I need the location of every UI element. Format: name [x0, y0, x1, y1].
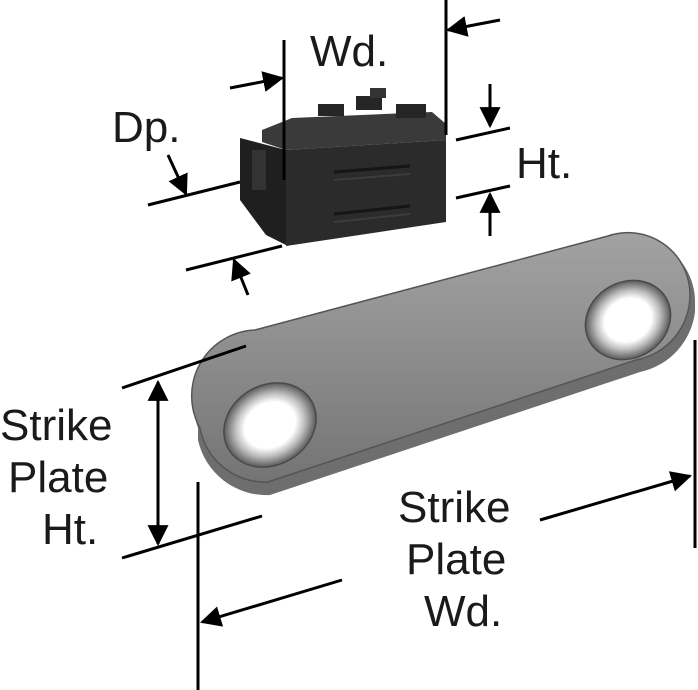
catch-side-face: [240, 138, 286, 245]
catch-front-face: [286, 140, 446, 246]
catch-front-slot: [333, 173, 411, 181]
wd-label: Wd.: [310, 27, 388, 76]
dp-arrow-bottom: [231, 258, 251, 296]
strike-plate-wd-arrow-right: [539, 471, 693, 522]
wd-arrow-right: [445, 16, 501, 37]
strike-plate-ht-extension-top: [121, 344, 247, 390]
catch-top-bump: [356, 96, 382, 110]
ht-extension-line-bottom: [455, 184, 511, 200]
ht-label: Ht.: [516, 139, 572, 188]
magnetic-catch: [240, 88, 446, 246]
catch-front-slot: [333, 204, 411, 216]
catch-top-bump: [396, 104, 426, 118]
strike-plate-wd-label-line2: Plate: [406, 535, 506, 584]
strike-plate-left-hole: [223, 382, 317, 468]
strike-plate-wd-label-line3: Wd.: [424, 587, 502, 636]
catch-top-bump: [370, 88, 386, 98]
catch-front-slot: [333, 164, 411, 174]
catch-top-bump: [318, 104, 344, 116]
strike-plate: [190, 231, 695, 496]
strike-plate-ht-label-line2: Plate: [8, 453, 108, 502]
strike-plate-ht-label-line3: Ht.: [42, 505, 98, 554]
catch-top-face: [262, 112, 446, 150]
dp-extension-line-bottom: [185, 244, 283, 272]
strike-plate-ht-label-line1: Strike: [0, 401, 112, 450]
dp-arrow-top: [166, 154, 188, 196]
strike-plate-wd-arrow-left: [199, 578, 343, 627]
catch-front-slot: [333, 213, 411, 223]
dimension-labels: Wd. Dp. Ht. Strike Plate Ht. Strike Plat…: [0, 27, 572, 636]
strike-plate-wd-label-line1: Strike: [398, 483, 510, 532]
dp-extension-line-top: [147, 180, 241, 207]
dp-label: Dp.: [112, 103, 180, 152]
wd-arrow-left: [229, 71, 285, 92]
catch-side-clip: [252, 150, 266, 190]
ht-extension-line-top: [455, 126, 511, 142]
strike-plate-right-hole: [584, 279, 672, 361]
strike-plate-ht-extension-bottom: [121, 514, 263, 560]
dimension-lines: [121, 0, 697, 690]
